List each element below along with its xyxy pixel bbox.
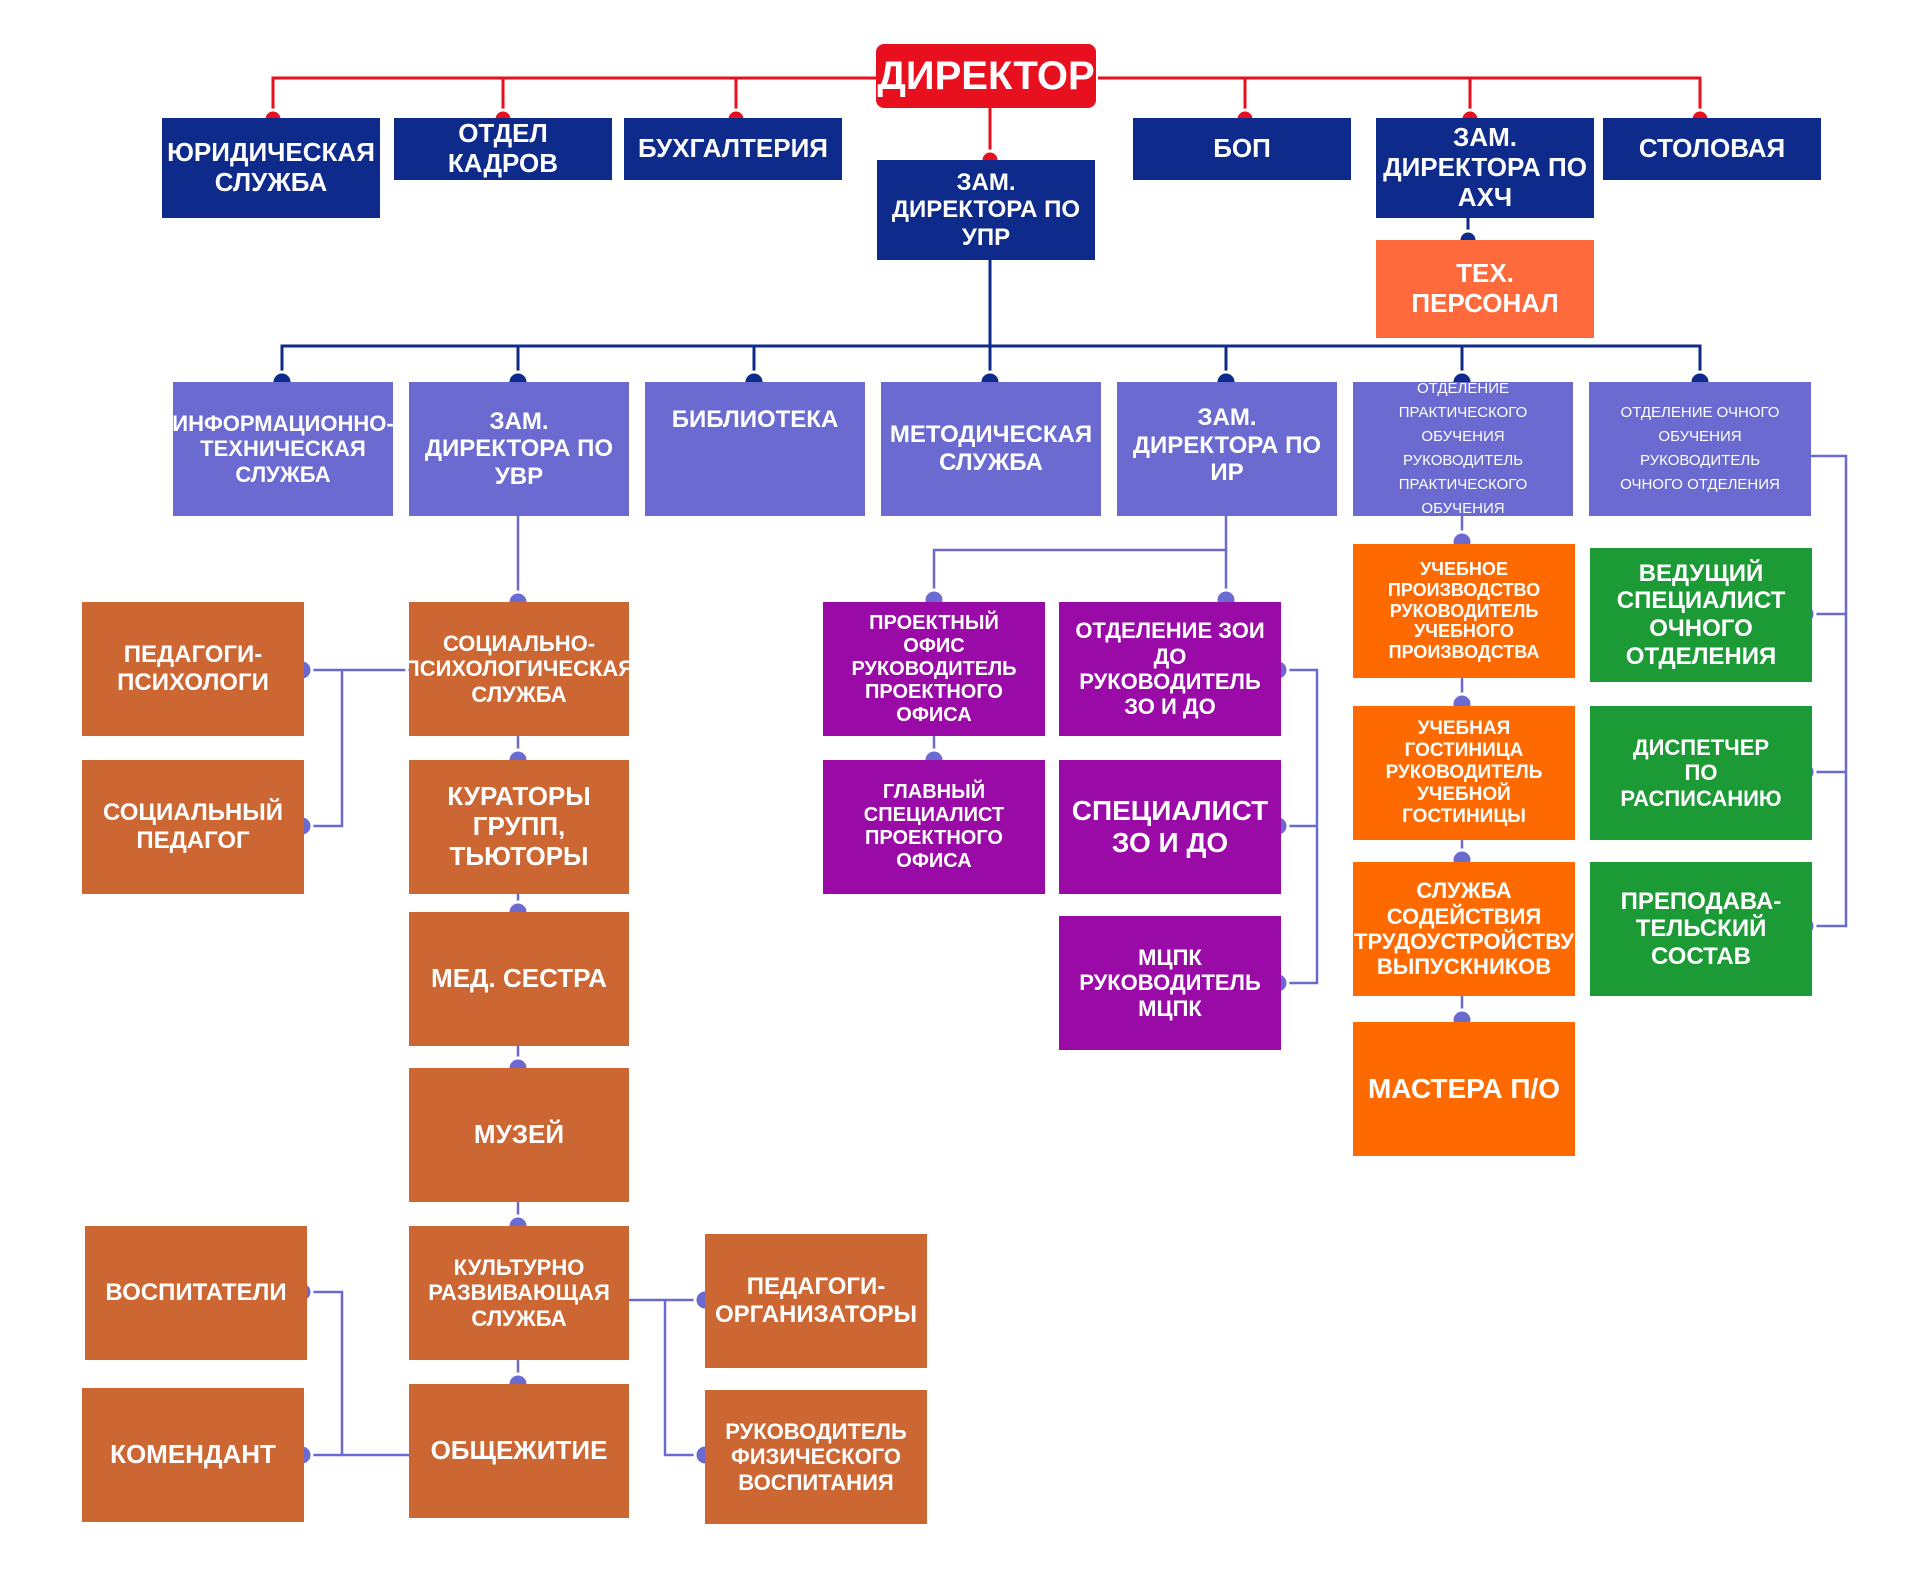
- director-box: ДИРЕКТОР: [876, 44, 1096, 108]
- canteen-box: СТОЛОВАЯ: [1603, 118, 1821, 180]
- practical-training-box: ОТДЕЛЕНИЕ ПРАКТИЧЕСКОГО ОБУЧЕНИЯ РУКОВОД…: [1353, 380, 1573, 517]
- accounting-box: БУХГАЛТЕРИЯ: [624, 118, 842, 180]
- deputy-uvr-box: ЗАМ. ДИРЕКТОРА ПО УВР: [409, 382, 629, 516]
- dormitory-box: ОБЩЕЖИТИЕ: [409, 1384, 629, 1518]
- museum-box: МУЗЕЙ: [409, 1068, 629, 1202]
- cultural-service-box: КУЛЬТУРНО РАЗВИВАЮЩАЯ СЛУЖБА: [409, 1226, 629, 1360]
- educators-box: ВОСПИТАТЕЛИ: [85, 1226, 307, 1360]
- employment-service-box: СЛУЖБА СОДЕЙСТВИЯ ТРУДОУСТРОЙСТВУ ВЫПУСК…: [1353, 862, 1575, 996]
- psychologists-box: ПЕДАГОГИ-ПСИХОЛОГИ: [82, 602, 304, 736]
- library-box: БИБЛИОТЕКА: [645, 382, 865, 516]
- organizers-box: ПЕДАГОГИ-ОРГАНИЗАТОРЫ: [705, 1234, 927, 1368]
- training-hotel-box: УЧЕБНАЯ ГОСТИНИЦА РУКОВОДИТЕЛЬ УЧЕБНОЙ Г…: [1353, 706, 1575, 840]
- methodical-service-box: МЕТОДИЧЕСКАЯ СЛУЖБА: [881, 382, 1101, 516]
- project-office-box: ПРОЕКТНЫЙ ОФИС РУКОВОДИТЕЛЬ ПРОЕКТНОГО О…: [823, 602, 1045, 736]
- training-production-box: УЧЕБНОЕ ПРОИЗВОДСТВО РУКОВОДИТЕЛЬ УЧЕБНО…: [1353, 544, 1575, 678]
- hr-department-box: ОТДЕЛ КАДРОВ: [394, 118, 612, 180]
- zoi-department-box: ОТДЕЛЕНИЕ ЗОИ ДО РУКОВОДИТЕЛЬ ЗО И ДО: [1059, 602, 1281, 736]
- deputy-ahch-box: ЗАМ. ДИРЕКТОРА ПО АХЧ: [1376, 118, 1594, 218]
- curators-box: КУРАТОРЫ ГРУПП, ТЬЮТОРЫ: [409, 760, 629, 894]
- masters-box: МАСТЕРА П/О: [1353, 1022, 1575, 1156]
- dispatcher-box: ДИСПЕТЧЕР ПО РАСПИСАНИЮ: [1590, 706, 1812, 840]
- deputy-ir-box: ЗАМ. ДИРЕКТОРА ПО ИР: [1117, 382, 1337, 516]
- pe-head-box: РУКОВОДИТЕЛЬ ФИЗИЧЕСКОГО ВОСПИТАНИЯ: [705, 1390, 927, 1524]
- it-service-box: ИНФОРМАЦИОННО-ТЕХНИЧЕСКАЯ СЛУЖБА: [172, 382, 394, 516]
- bop-box: БОП: [1133, 118, 1351, 180]
- tech-staff-box: ТЕХ. ПЕРСОНАЛ: [1376, 240, 1594, 338]
- chief-specialist-box: ГЛАВНЫЙ СПЕЦИАЛИСТ ПРОЕКТНОГО ОФИСА: [823, 760, 1045, 894]
- deputy-upr-box: ЗАМ. ДИРЕКТОРА ПО УПР: [877, 160, 1095, 260]
- nurse-box: МЕД. СЕСТРА: [409, 912, 629, 1046]
- lead-specialist-box: ВЕДУЩИЙ СПЕЦИАЛИСТ ОЧНОГО ОТДЕЛЕНИЯ: [1590, 548, 1812, 682]
- commandant-box: КОМЕНДАНТ: [82, 1388, 304, 1522]
- legal-service-box: ЮРИДИЧЕСКАЯ СЛУЖБА: [162, 118, 380, 218]
- zo-specialist-box: СПЕЦИАЛИСТ ЗО И ДО: [1059, 760, 1281, 894]
- social-teacher-box: СОЦИАЛЬНЫЙ ПЕДАГОГ: [82, 760, 304, 894]
- mcpk-box: МЦПК РУКОВОДИТЕЛЬ МЦПК: [1059, 916, 1281, 1050]
- social-psych-service-box: СОЦИАЛЬНО-ПСИХОЛОГИЧЕСКАЯ СЛУЖБА: [404, 602, 634, 736]
- fulltime-department-box: ОТДЕЛЕНИЕ ОЧНОГО ОБУЧЕНИЯ РУКОВОДИТЕЛЬ О…: [1589, 382, 1811, 516]
- teaching-staff-box: ПРЕПОДАВА-ТЕЛЬСКИЙ СОСТАВ: [1590, 862, 1812, 996]
